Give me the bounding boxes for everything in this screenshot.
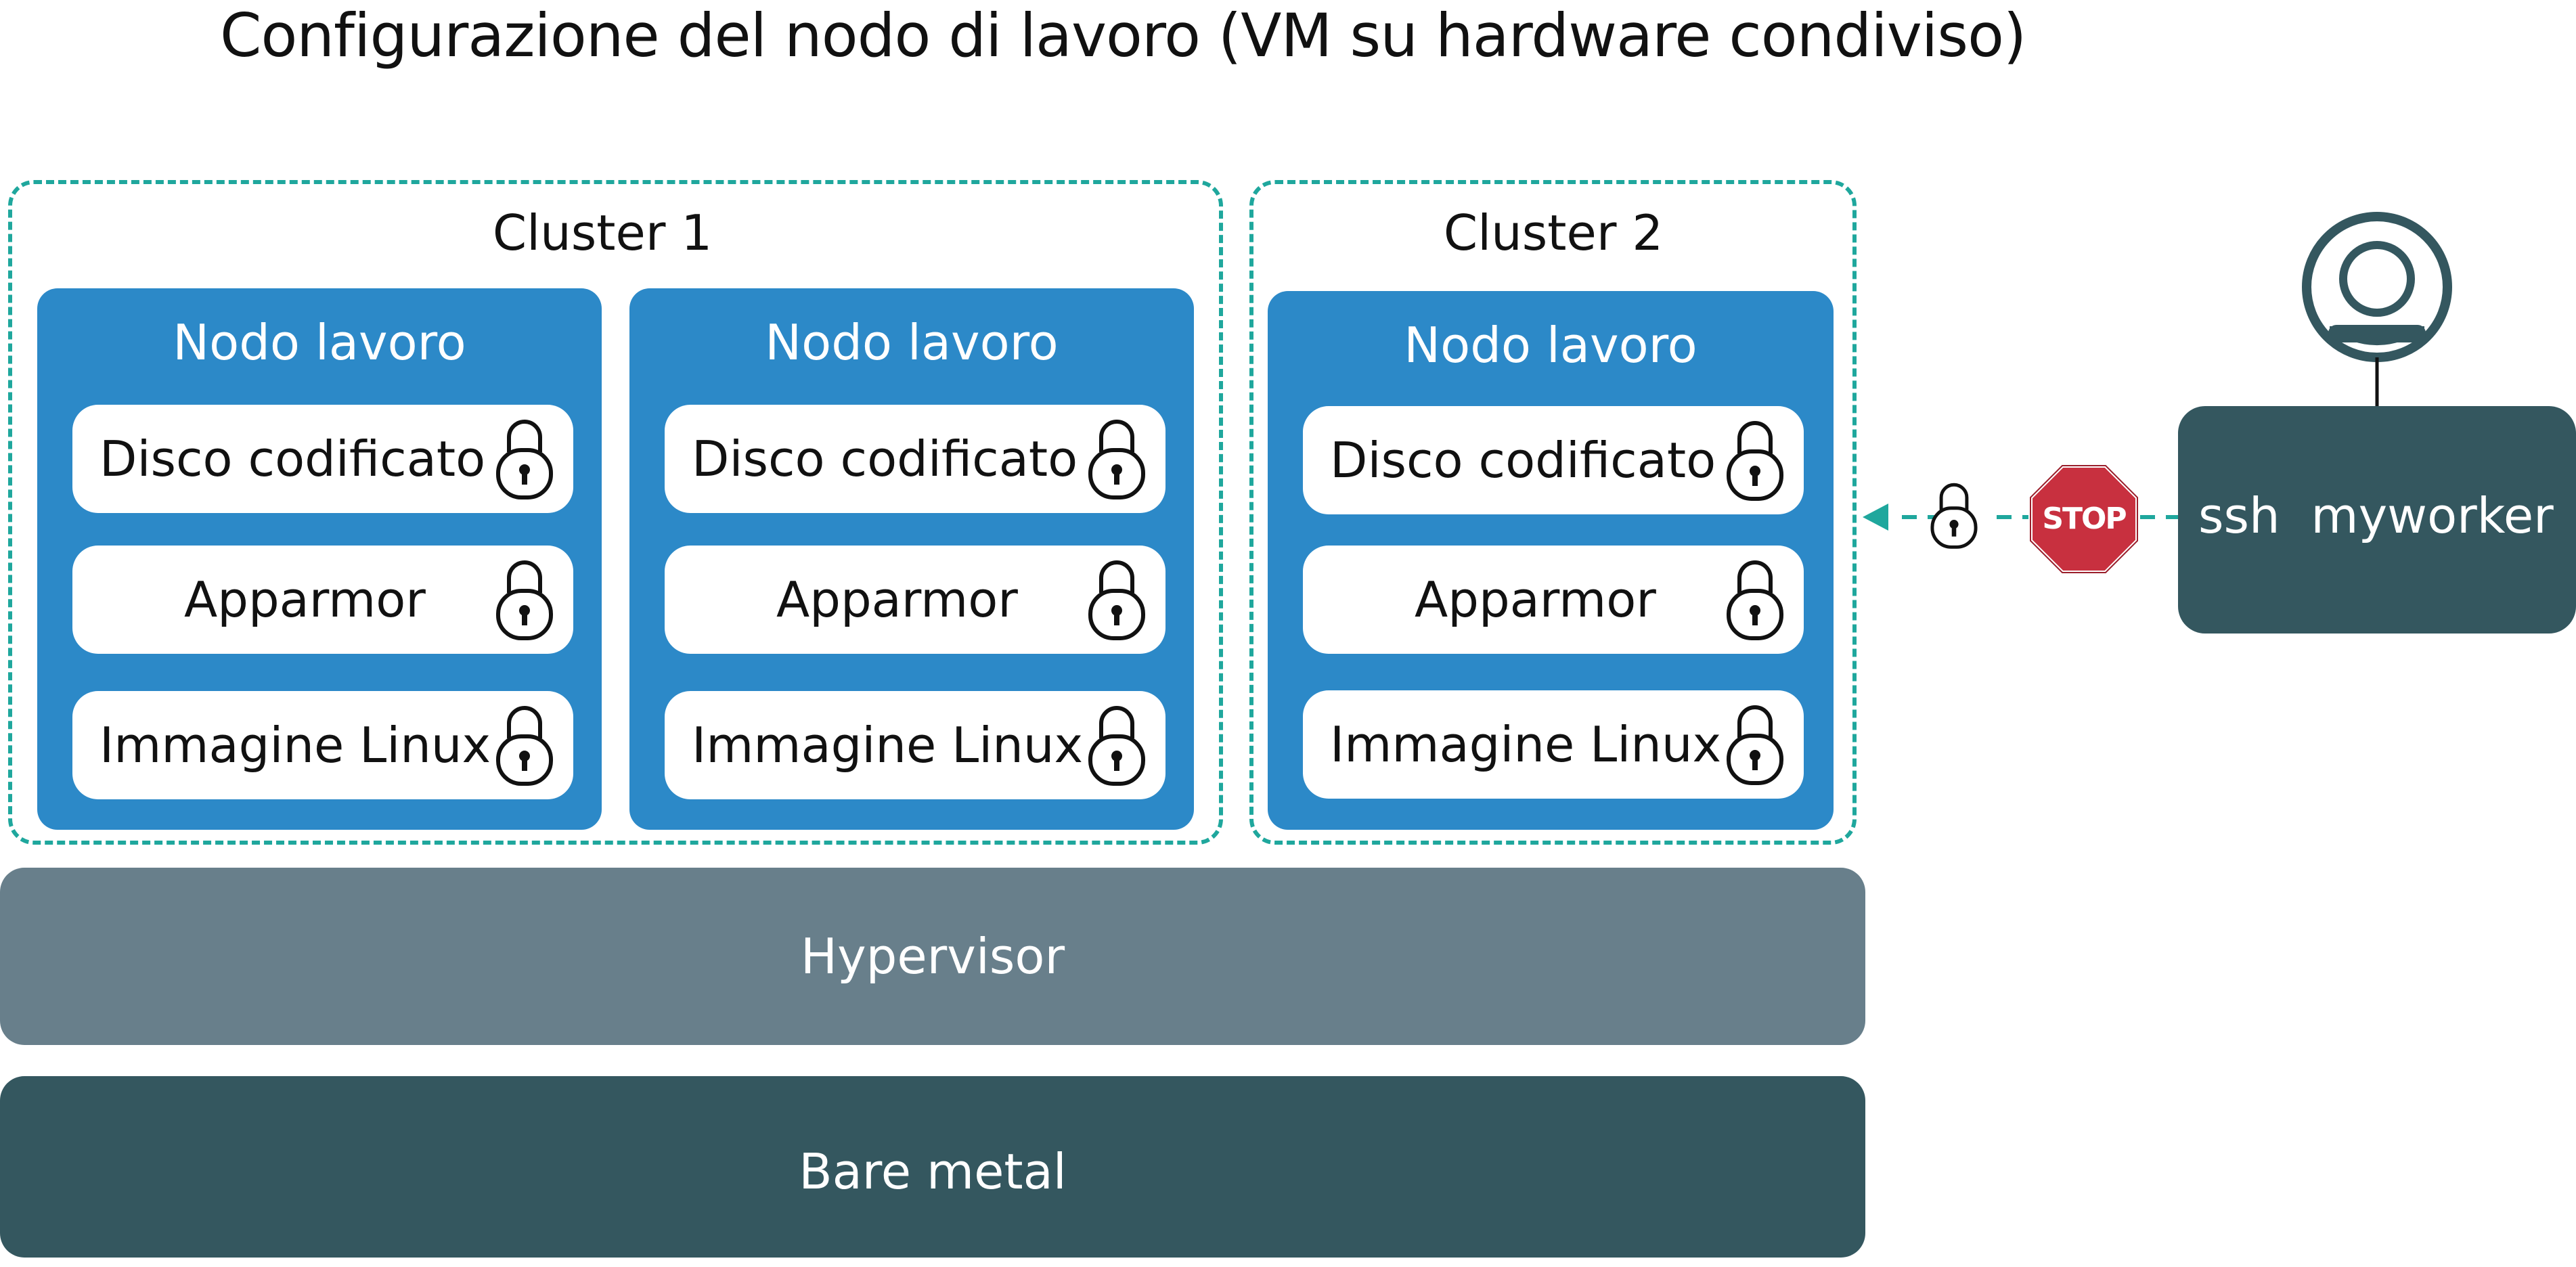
worker-node-title: Nodo lavoro: [173, 314, 466, 371]
lock-icon: [1929, 472, 1979, 555]
lock-icon: [494, 699, 555, 787]
lock-icon: [494, 554, 555, 642]
cluster-1: [8, 180, 1223, 845]
stop-sign-icon: [2028, 464, 2139, 575]
cluster-2-label: Cluster 2: [1443, 204, 1664, 261]
lock-icon: [494, 413, 555, 501]
encrypted-disk-item: Disco codificato: [1303, 406, 1804, 514]
item-label: Immagine Linux: [1330, 716, 1722, 773]
item-label: Disco codificato: [1330, 432, 1716, 489]
apparmor-item: Apparmor: [72, 546, 573, 654]
apparmor-item: Apparmor: [665, 546, 1165, 654]
worker-node-2: Nodo lavoro Disco codificato Apparmor Im…: [629, 288, 1194, 830]
ssh-client: ssh myworker: [2178, 406, 2576, 634]
encrypted-disk-item: Disco codificato: [665, 405, 1165, 513]
encrypted-disk-item: Disco codificato: [72, 405, 573, 513]
ssh-command: ssh myworker: [2198, 487, 2554, 544]
cluster-1-label: Cluster 1: [492, 204, 713, 261]
item-label: Immagine Linux: [692, 717, 1084, 774]
lock-icon: [1086, 699, 1147, 787]
bare-metal-label: Bare metal: [799, 1143, 1067, 1200]
lock-icon: [1725, 698, 1785, 786]
lock-icon: [1725, 554, 1785, 642]
lock-icon: [1086, 413, 1147, 501]
item-label: Apparmor: [184, 571, 426, 628]
item-label: Apparmor: [1415, 571, 1656, 628]
cluster-2: [1249, 180, 1857, 845]
linux-image-item: Immagine Linux: [1303, 690, 1804, 799]
lock-icon: [1086, 554, 1147, 642]
bare-metal-layer: Bare metal: [0, 1076, 1865, 1258]
diagram-title: Configurazione del nodo di lavoro (VM su…: [220, 1, 2026, 70]
item-label: Immagine Linux: [99, 717, 491, 774]
user-icon: [2302, 212, 2452, 407]
lock-icon: [1725, 414, 1785, 502]
worker-node-3: Nodo lavoro Disco codificato Apparmor Im…: [1268, 291, 1834, 830]
worker-node-title: Nodo lavoro: [765, 314, 1059, 371]
worker-node-1: Nodo lavoro Disco codificato Apparmor Im…: [37, 288, 602, 830]
worker-node-title: Nodo lavoro: [1404, 317, 1697, 374]
hypervisor-layer: Hypervisor: [0, 868, 1865, 1045]
linux-image-item: Immagine Linux: [72, 691, 573, 799]
stop-sign-label: STOP: [2042, 502, 2127, 536]
hypervisor-label: Hypervisor: [800, 928, 1065, 985]
item-label: Disco codificato: [692, 430, 1078, 487]
arrow-left-icon: [1863, 504, 1888, 531]
item-label: Disco codificato: [99, 430, 486, 487]
apparmor-item: Apparmor: [1303, 546, 1804, 654]
item-label: Apparmor: [776, 571, 1018, 628]
linux-image-item: Immagine Linux: [665, 691, 1165, 799]
